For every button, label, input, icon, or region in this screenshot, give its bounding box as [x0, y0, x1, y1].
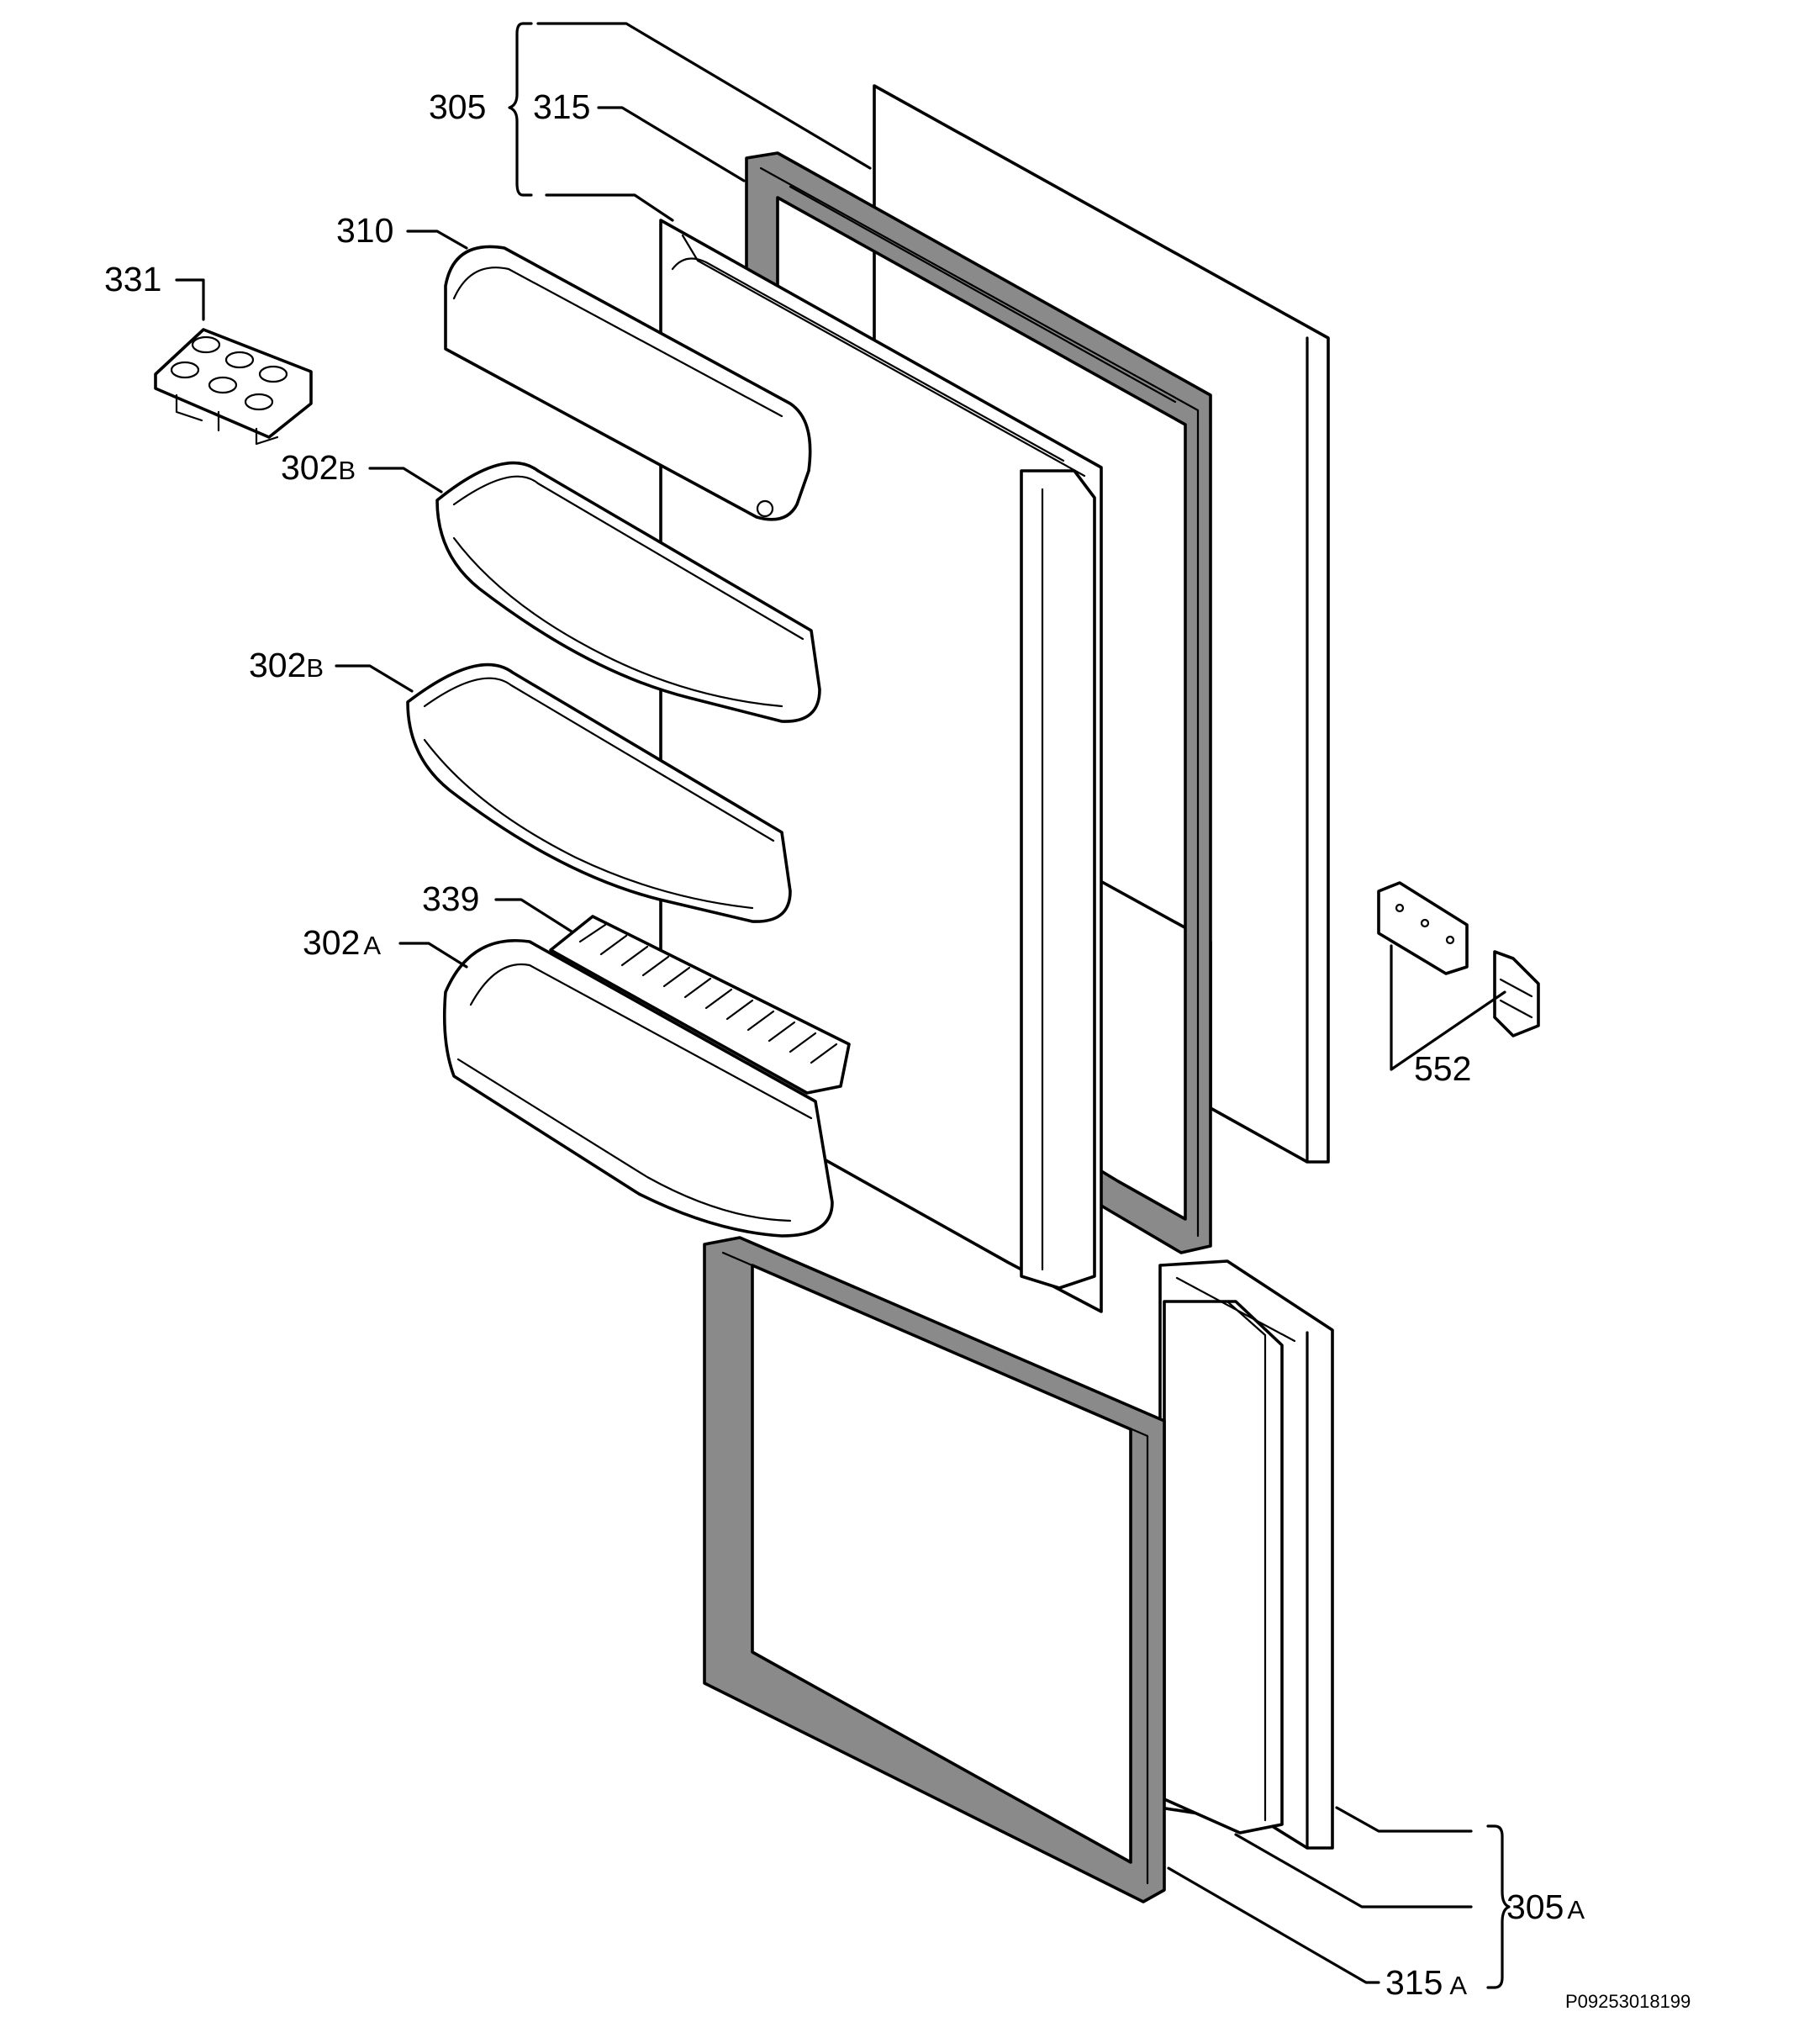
egg-tray	[154, 328, 313, 446]
dairy-compartment-cover	[444, 245, 812, 521]
lower-door-shelf	[442, 939, 834, 1238]
label-339: 339	[422, 879, 479, 918]
label-331: 331	[104, 260, 161, 298]
bottle-rack-insert	[549, 915, 851, 1095]
label-315: 315	[533, 87, 590, 126]
drawing-code: P09253018199	[1565, 1991, 1691, 2012]
leader-lines	[175, 22, 1511, 1989]
label-302b-middle: 302B	[249, 646, 324, 684]
label-305: 305	[429, 87, 486, 126]
upper-door-shelf	[435, 461, 821, 723]
lower-door-gasket	[703, 1236, 1166, 1903]
lower-door-outer-panel	[1158, 1259, 1334, 1850]
hinge-assembly	[1377, 881, 1540, 1037]
label-302b-upper: 302B	[281, 448, 356, 487]
middle-door-shelf	[406, 663, 792, 923]
label-310: 310	[336, 211, 393, 250]
label-552: 552	[1414, 1049, 1471, 1088]
